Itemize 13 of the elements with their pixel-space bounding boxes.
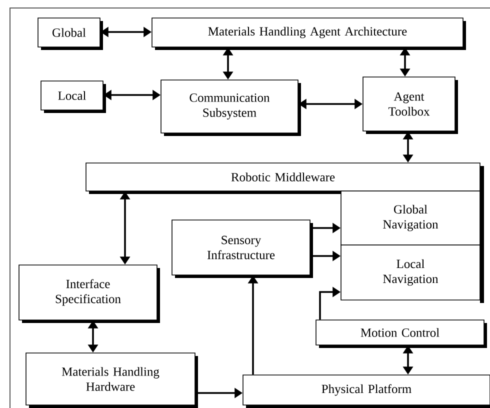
process-box: Physical Platform [242,374,490,408]
process-box: Local Navigation [340,244,480,300]
process-box: Materials Handling Hardware [26,352,198,408]
process-box: Motion Control [316,320,487,348]
process-box: Global Navigation [340,190,480,246]
process-box: Sensory Infrastructure [172,220,313,278]
process-box: Materials Handling Agent Architecture [152,18,466,50]
process-box: Interface Specification [18,264,160,323]
process-box: Global [38,18,103,50]
process-box: Local [40,80,106,113]
process-box: Robotic Middleware [86,162,483,194]
process-box: Agent Toolbox [362,76,458,134]
process-box: Communication Subsystem [160,80,301,136]
